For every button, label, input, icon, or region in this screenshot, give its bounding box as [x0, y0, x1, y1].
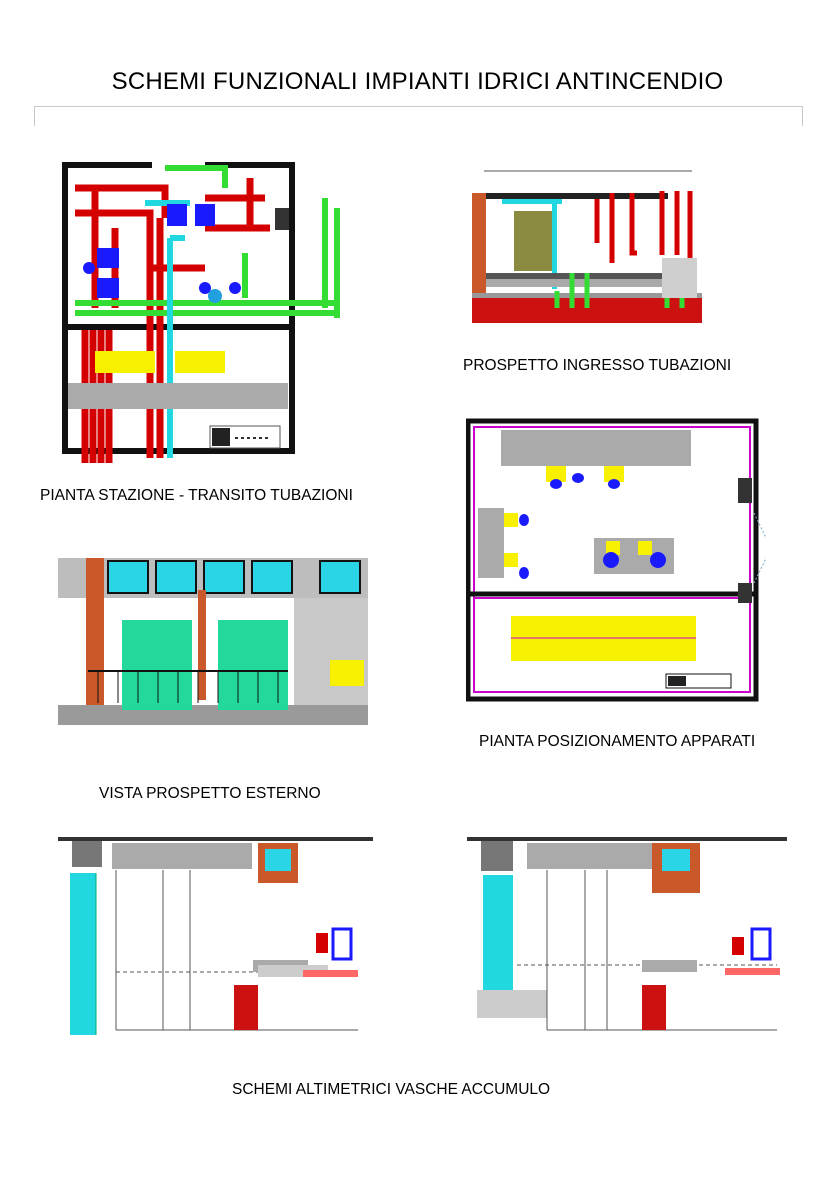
- pianta-stazione-caption: PIANTA STAZIONE - TRANSITO TUBAZIONI: [40, 487, 353, 504]
- schema-altimetrico-right-figure: [467, 835, 787, 1060]
- vista-prospetto-figure: [58, 555, 368, 730]
- header-divider: [34, 106, 803, 126]
- pianta-posizionamento-caption: PIANTA POSIZIONAMENTO APPARATI: [479, 733, 756, 750]
- schema-altimetrico-left-figure: [58, 835, 373, 1060]
- vista-prospetto-caption: VISTA PROSPETTO ESTERNO: [99, 785, 321, 802]
- pianta-stazione-figure: [55, 158, 355, 470]
- schemi-altimetrici-caption: SCHEMI ALTIMETRICI VASCHE ACCUMULO: [232, 1081, 551, 1098]
- prospetto-ingresso-figure: [462, 163, 730, 333]
- prospetto-ingresso-caption: PROSPETTO INGRESSO TUBAZIONI: [463, 357, 732, 374]
- pianta-posizionamento-figure: [466, 418, 766, 703]
- document-title: SCHEMI FUNZIONALI IMPIANTI IDRICI ANTINC…: [111, 68, 724, 95]
